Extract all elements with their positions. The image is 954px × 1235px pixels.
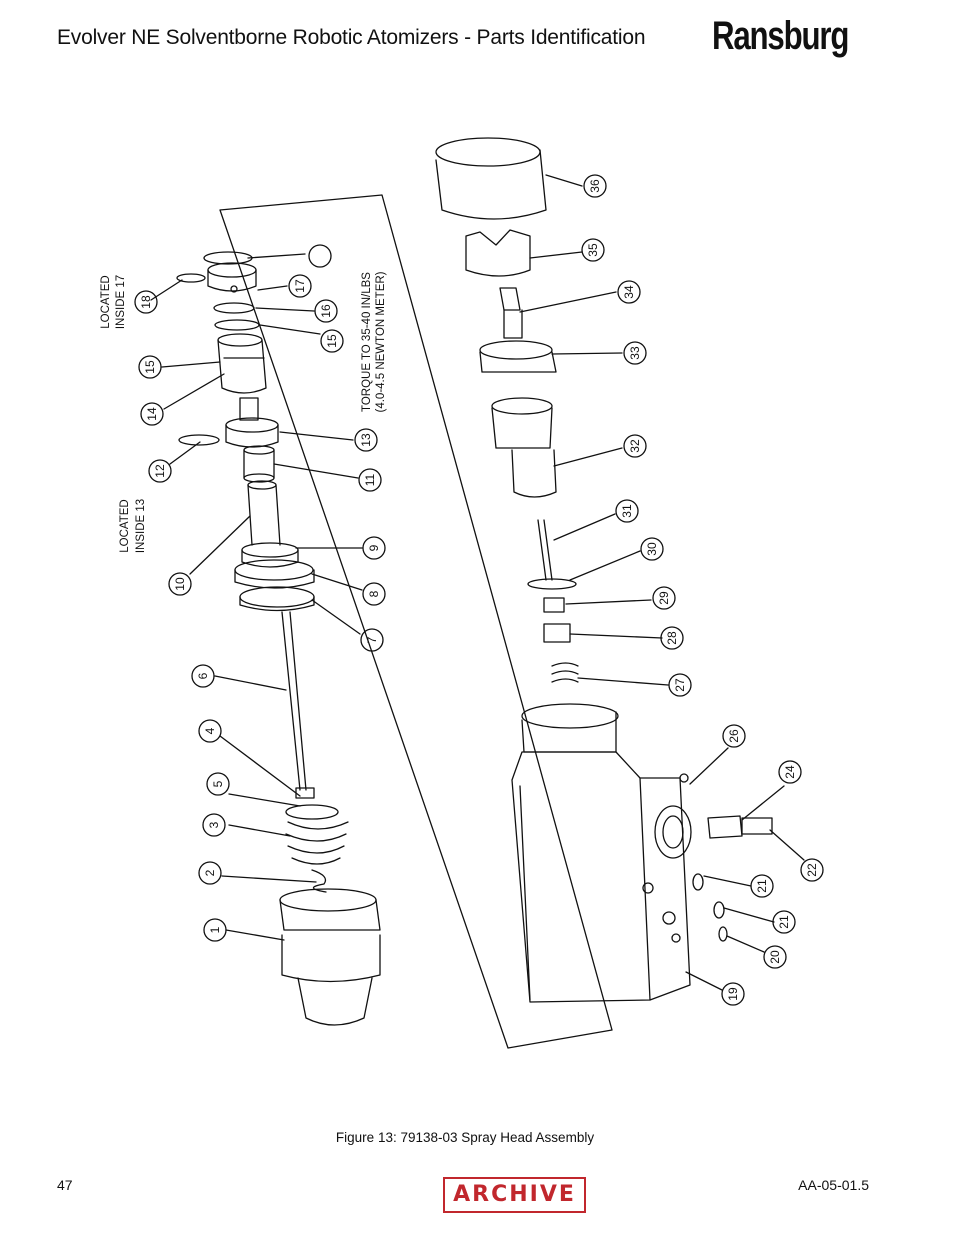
callout-2: 2	[203, 869, 217, 876]
callout-21-upper: 21	[755, 879, 769, 893]
left-part-stack	[176, 251, 381, 1026]
callout-5: 5	[211, 780, 225, 787]
document-code: AA-05-01.5	[798, 1177, 869, 1193]
callout-29: 29	[657, 591, 671, 605]
note-torque-line2: (4.0-4.5 NEWTON METER)	[375, 271, 387, 412]
callout-26: 26	[727, 729, 741, 743]
callout-6: 6	[196, 672, 210, 679]
callout-11: 11	[363, 473, 377, 486]
leader-lines	[150, 174, 805, 991]
callout-18: 18	[139, 295, 153, 309]
callout-17: 17	[293, 279, 307, 293]
callout-7: 7	[365, 636, 379, 643]
page-title: Evolver NE Solventborne Robotic Atomizer…	[57, 26, 646, 49]
assembly-frame	[219, 194, 613, 1049]
callout-22: 22	[805, 863, 819, 877]
callout-35: 35	[586, 243, 600, 257]
note-located-inside-13-line2: INSIDE 13	[135, 499, 147, 553]
callout-20: 20	[768, 950, 782, 964]
right-part-stack	[435, 137, 773, 1003]
callout-3: 3	[207, 821, 221, 828]
callout-15-lower: 15	[143, 360, 157, 374]
callout-16: 16	[319, 304, 333, 318]
callout-14: 14	[145, 407, 159, 421]
callout-numbers: 1 2 3 4 5 6 7 8 9 10 11 12 13 14 15 15 1…	[139, 179, 819, 1001]
callout-33: 33	[628, 346, 642, 360]
callout-12: 12	[153, 464, 167, 478]
callout-21-lower: 21	[777, 915, 791, 929]
note-located-inside-13-line1: LOCATED	[119, 499, 131, 552]
callout-27: 27	[673, 678, 687, 692]
callout-4: 4	[203, 727, 217, 734]
diagram-notes: LOCATED INSIDE 17 LOCATED INSIDE 13 TORQ…	[100, 271, 387, 553]
note-located-inside-17-line1: LOCATED	[100, 275, 112, 328]
ransburg-logo: Ransburg	[712, 14, 849, 58]
callout-8: 8	[367, 590, 381, 597]
callout-circles	[134, 174, 824, 1006]
callout-1: 1	[208, 926, 222, 933]
note-torque-line1: TORQUE TO 35-40 IN/LBS	[361, 272, 373, 412]
callout-30: 30	[645, 542, 659, 556]
archive-stamp: ARCHIVE	[443, 1177, 586, 1213]
callout-10: 10	[173, 577, 187, 591]
callout-31: 31	[620, 504, 634, 518]
page-number: 47	[57, 1177, 73, 1193]
callout-34: 34	[622, 285, 636, 299]
callout-36: 36	[588, 179, 602, 193]
figure-caption: Figure 13: 79138-03 Spray Head Assembly	[335, 1130, 595, 1145]
callout-32: 32	[628, 439, 642, 453]
callout-13: 13	[359, 433, 373, 447]
callout-28: 28	[665, 631, 679, 645]
callout-15-upper: 15	[325, 334, 339, 348]
callout-19: 19	[726, 987, 740, 1001]
callout-9: 9	[367, 544, 381, 551]
note-located-inside-17-line2: INSIDE 17	[115, 275, 127, 329]
callout-24: 24	[783, 765, 797, 779]
